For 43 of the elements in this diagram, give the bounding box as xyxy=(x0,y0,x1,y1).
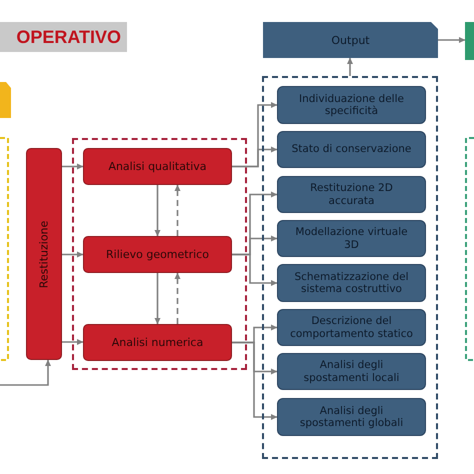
box-label: Stato di conservazione xyxy=(292,143,412,156)
arrow xyxy=(154,273,160,324)
box-label: Individuazione delle specificità xyxy=(298,92,405,118)
arrow xyxy=(438,37,466,43)
arrow xyxy=(62,164,84,170)
box-label: Descrizione del comportamento statico xyxy=(290,315,413,340)
box-label: Schematizzazione del sistema costruttivo xyxy=(293,270,410,296)
arrow xyxy=(174,184,180,236)
arrow xyxy=(347,58,353,76)
box-label: Output xyxy=(331,34,370,46)
box-label: Restituzione 2D accurata xyxy=(309,182,394,207)
arrow xyxy=(232,254,278,286)
process-box xyxy=(83,236,232,273)
process-box xyxy=(465,22,474,60)
dashed-group-frame xyxy=(72,138,247,370)
result-box xyxy=(277,264,426,302)
box-label: Restituzione xyxy=(38,220,50,288)
process-box xyxy=(83,324,232,361)
result-box xyxy=(277,353,426,390)
arrow xyxy=(62,252,84,258)
arrow xyxy=(232,342,278,420)
result-box xyxy=(277,309,426,346)
result-box xyxy=(277,220,426,257)
dashed-group-frame xyxy=(262,76,438,459)
output-box xyxy=(263,22,438,58)
result-box xyxy=(277,86,426,124)
result-box xyxy=(277,176,426,213)
arrow xyxy=(62,339,84,345)
box-label: Analisi numerica xyxy=(112,336,204,349)
arrow xyxy=(154,185,160,236)
result-box xyxy=(277,398,426,436)
box-label: Analisi degli spostamenti globali xyxy=(298,404,404,430)
box-label: Modellazione virtuale 3D xyxy=(294,226,409,251)
box-label: Analisi degli spostamenti locali xyxy=(302,359,400,384)
result-box xyxy=(277,131,426,168)
process-box xyxy=(83,148,232,185)
arrow xyxy=(232,146,278,168)
box-label: Analisi qualitativa xyxy=(108,160,207,173)
arrow xyxy=(174,272,180,324)
arrow xyxy=(0,360,51,386)
process-box xyxy=(26,148,62,360)
box-label: Rilievo geometrico xyxy=(106,248,209,261)
title: OPERATIVO xyxy=(16,26,122,48)
